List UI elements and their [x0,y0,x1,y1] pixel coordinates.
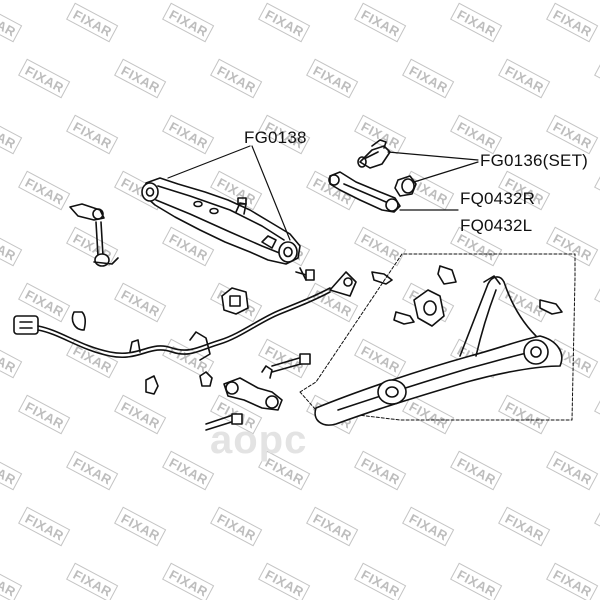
sensor-cable [13,271,357,361]
trailing-arm [299,253,576,426]
upper-control-arm [141,177,301,265]
label-fq0432r: FQ0432R [460,189,536,208]
label-fg0136-set: FG0136(SET) [480,151,589,170]
compensator-arm [223,365,283,411]
stabilizer-link [69,203,119,267]
logo-watermark: аорс [210,418,308,462]
lateral-link [328,171,401,213]
mount-bracket [221,287,249,315]
label-fq0432l: FQ0432L [460,216,533,235]
bolts [145,267,563,431]
bushing-set [357,139,417,197]
leader-lines [167,145,479,241]
label-fg0138: FG0138 [244,128,307,147]
